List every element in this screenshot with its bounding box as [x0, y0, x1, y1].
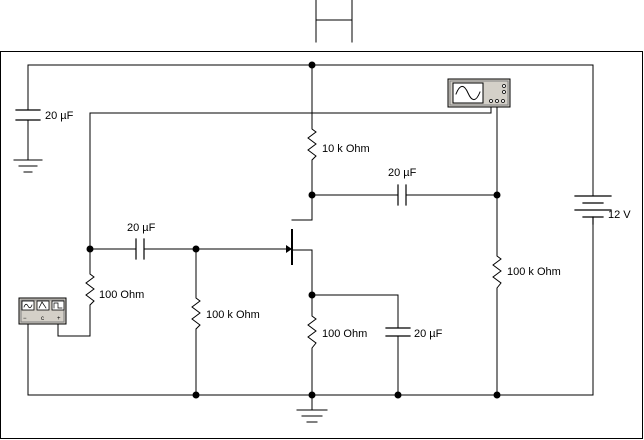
junction-dots [86, 61, 501, 399]
ground-icon [13, 159, 43, 173]
jfet-transistor-icon[interactable] [286, 219, 313, 265]
svg-text:c: c [41, 316, 44, 322]
capacitor-input-label: 20 µF [127, 222, 156, 234]
wires [27, 64, 594, 411]
ground-icon [296, 409, 328, 423]
junction-dot [192, 245, 200, 253]
resistor-gate-label: 100 Ohm [99, 289, 144, 301]
resistor-bias-label: 100 k Ohm [206, 309, 260, 321]
resistor-load[interactable] [492, 251, 502, 293]
resistor-source-label: 100 Ohm [322, 328, 367, 340]
battery-icon[interactable] [574, 195, 612, 225]
resistor-bias[interactable] [191, 291, 201, 335]
junction-dot [308, 61, 316, 69]
capacitor-output[interactable] [397, 184, 407, 206]
junction-dot [308, 291, 316, 299]
capacitor-output-label: 20 µF [388, 167, 417, 179]
oscilloscope-icon[interactable] [447, 78, 511, 108]
capacitor-supply[interactable] [15, 109, 41, 121]
capacitor-source-label: 20 µF [414, 328, 443, 340]
capacitor-input[interactable] [135, 238, 145, 260]
resistor-source[interactable] [307, 311, 317, 353]
capacitor-supply-label: 20 µF [45, 110, 74, 122]
svg-text:+: + [57, 316, 61, 322]
junction-dot [192, 391, 200, 399]
svg-text:−: − [23, 316, 27, 322]
schematic-frame [0, 51, 643, 439]
resistor-drain[interactable] [307, 124, 317, 165]
junction-dot [308, 191, 316, 199]
junction-dot [86, 245, 94, 253]
resistor-gate[interactable] [85, 269, 95, 311]
top-fragment [315, 0, 353, 43]
function-generator-icon[interactable]: − c + [18, 297, 67, 325]
junction-dot [394, 391, 402, 399]
junction-dot [493, 191, 501, 199]
junction-dot [493, 391, 501, 399]
junction-dot [308, 391, 316, 399]
capacitor-source[interactable] [385, 327, 411, 337]
battery-label: 12 V [608, 209, 631, 221]
resistor-load-label: 100 k Ohm [507, 266, 561, 278]
resistor-drain-label: 10 k Ohm [322, 143, 370, 155]
